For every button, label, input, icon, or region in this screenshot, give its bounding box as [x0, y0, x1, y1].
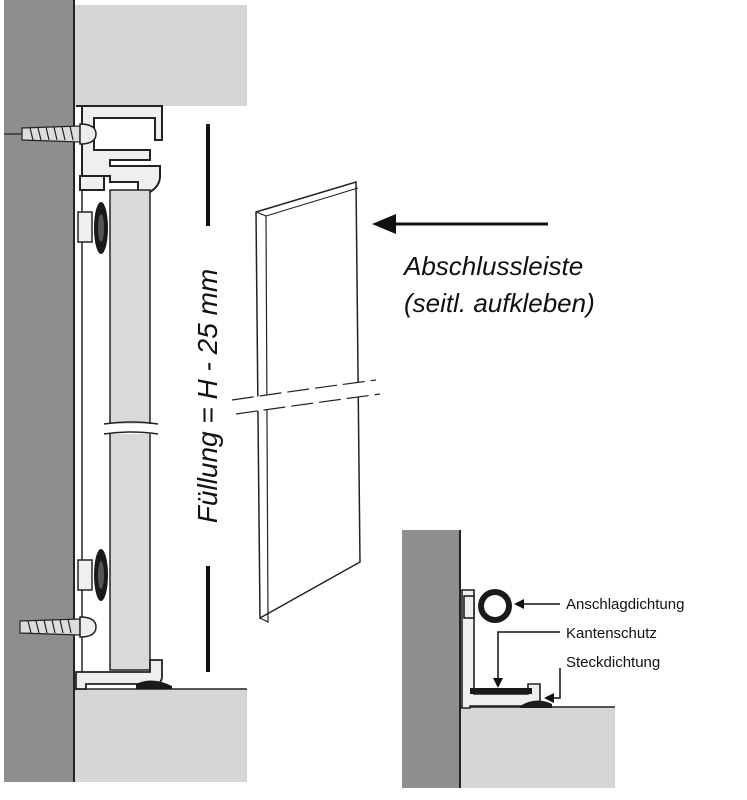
section-view: Füllung = H - 25 mm: [4, 0, 247, 782]
panel-label-line2: (seitl. aufkleben): [404, 288, 595, 318]
pointer-arrow: [372, 214, 548, 234]
label-edge-guard: Kantenschutz: [566, 625, 657, 642]
lower-seal-clip: [77, 549, 108, 601]
panel-break-mark: [103, 421, 159, 435]
top-screw-icon: [4, 123, 97, 145]
label-plug-seal: Steckdichtung: [566, 654, 660, 671]
floor: [75, 689, 247, 782]
leader-plug-seal: [544, 668, 561, 703]
stop-seal: [478, 589, 512, 623]
dimension-label: Füllung = H - 25 mm: [192, 269, 223, 523]
leader-stop-seal: [514, 599, 560, 609]
label-stop-seal: Anschlagdichtung: [566, 596, 684, 613]
edge-guard: [470, 688, 532, 694]
detail-floor: [461, 707, 615, 788]
leader-edge-guard: [493, 631, 560, 688]
upper-seal-clip: [77, 202, 108, 254]
end-strip-panel: [231, 180, 381, 623]
floor-seal: [136, 680, 172, 689]
detail-view: Anschlagdichtung Kantenschutz Steckdicht…: [402, 530, 684, 788]
strip-break-mark: [231, 379, 381, 415]
bottom-screw-icon: [19, 616, 97, 638]
panel-label-line1: Abschlussleiste: [402, 251, 583, 281]
ceiling: [75, 5, 247, 106]
top-rail-profile: [76, 105, 163, 193]
plug-seal: [520, 700, 552, 708]
wall: [4, 0, 74, 782]
detail-wall: [402, 530, 460, 788]
